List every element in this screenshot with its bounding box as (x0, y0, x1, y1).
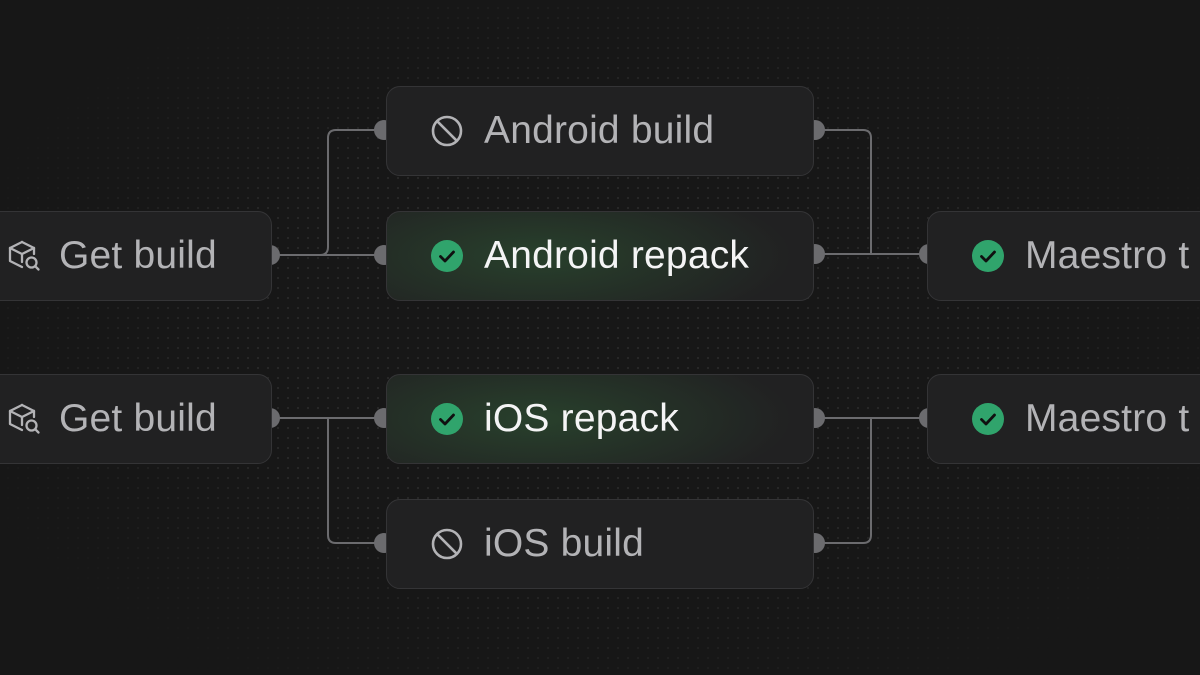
node-get-build-android[interactable]: Get build (0, 211, 272, 301)
node-maestro-android[interactable]: Maestro t (927, 211, 1200, 301)
node-android-repack[interactable]: Android repack (386, 211, 814, 301)
success-check-icon (971, 239, 1005, 273)
node-label: iOS repack (484, 397, 679, 440)
node-label: Get build (59, 397, 217, 440)
edge-get-build-android-to-android-build (270, 129, 384, 256)
package-search-icon (7, 402, 41, 436)
skipped-icon (430, 527, 464, 561)
node-label: Get build (59, 234, 217, 277)
success-check-icon (430, 239, 464, 273)
node-label: iOS build (484, 522, 645, 565)
node-ios-repack[interactable]: iOS repack (386, 374, 814, 464)
edge-get-build-ios-to-ios-build (327, 418, 384, 544)
success-check-icon (430, 402, 464, 436)
node-ios-build[interactable]: iOS build (386, 499, 814, 589)
node-android-build[interactable]: Android build (386, 86, 814, 176)
success-check-icon (971, 402, 1005, 436)
node-get-build-ios[interactable]: Get build (0, 374, 272, 464)
edge-android-build-to-maestro-android (815, 129, 872, 254)
node-label: Android repack (484, 234, 750, 277)
node-label: Maestro t (1025, 397, 1190, 440)
port-android-repack-in[interactable] (374, 245, 394, 265)
node-label: Maestro t (1025, 234, 1190, 277)
node-label: Android build (484, 109, 715, 152)
package-search-icon (7, 239, 41, 273)
node-maestro-ios[interactable]: Maestro t (927, 374, 1200, 464)
skipped-icon (430, 114, 464, 148)
port-ios-repack-in[interactable] (374, 408, 394, 428)
edge-ios-build-to-maestro-ios (815, 418, 872, 544)
